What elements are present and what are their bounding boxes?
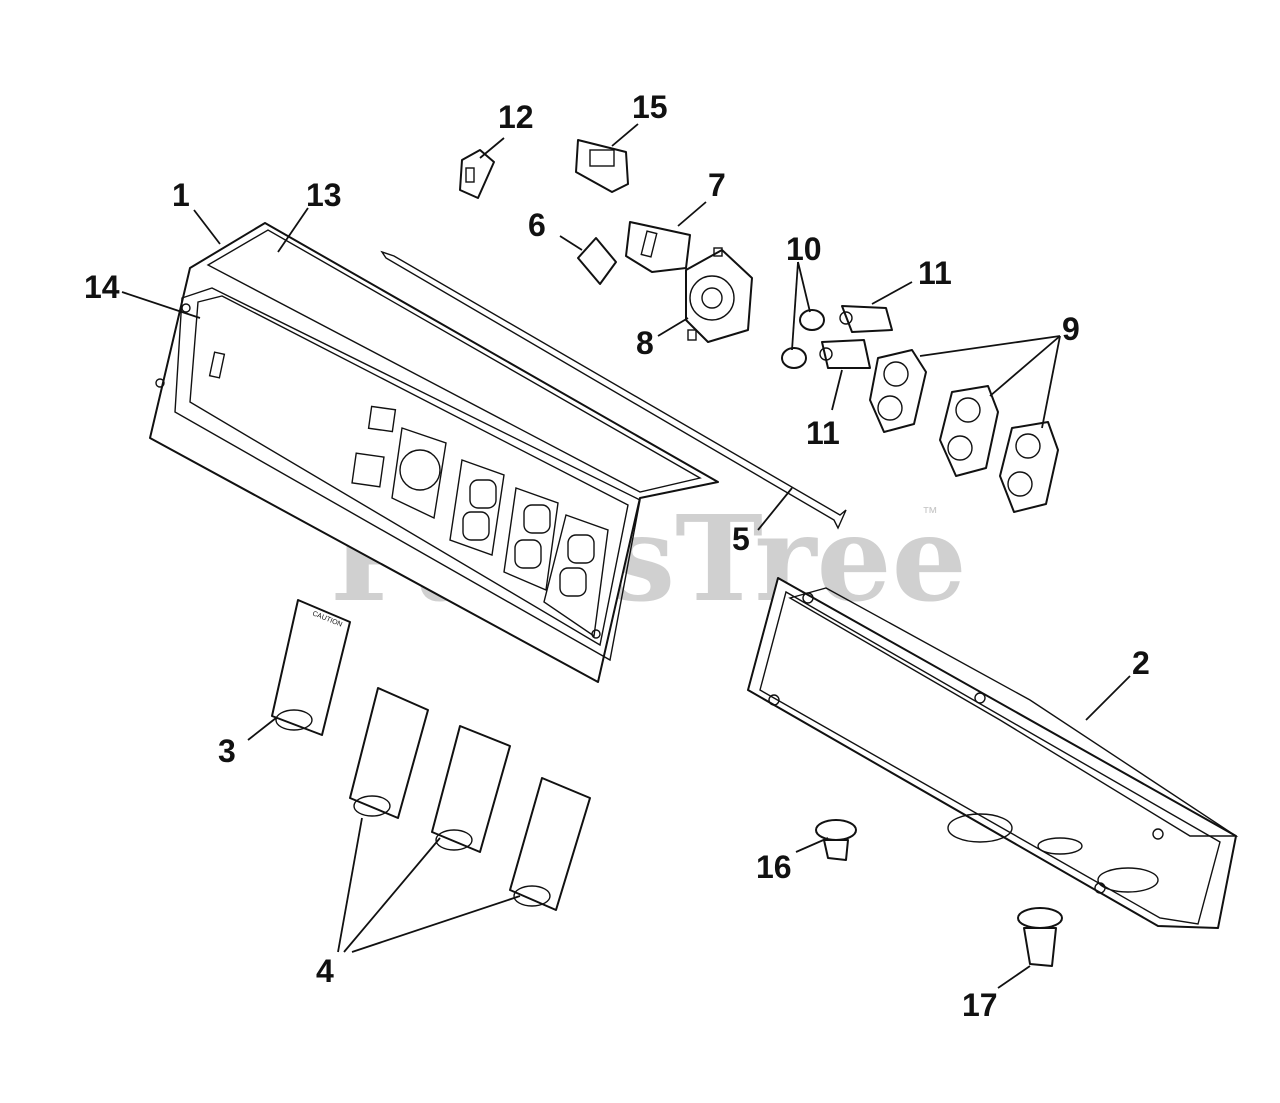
- control-box: [747, 577, 1239, 929]
- callout-6: 6: [528, 207, 546, 243]
- callout-10: 10: [786, 231, 822, 267]
- knob-upper: [799, 309, 825, 331]
- small-switch: [459, 149, 495, 199]
- grommet-small: [815, 819, 857, 861]
- switch-bezel: [577, 237, 617, 285]
- receptacle-cover-single: CAUTION: [271, 599, 351, 736]
- receptacle-cover-1: [349, 687, 429, 819]
- duplex-receptacle-3: [999, 421, 1059, 513]
- receptacle-cover-2: [431, 725, 511, 853]
- duplex-receptacle-1: [869, 349, 927, 433]
- twist-lock-receptacle: [685, 247, 753, 343]
- rocker-switch: [625, 221, 691, 273]
- grommet-large: [1017, 907, 1063, 967]
- breaker-switch: [575, 139, 629, 193]
- callout-17: 17: [962, 987, 998, 1023]
- callout-8: 8: [636, 325, 654, 361]
- callouts: 1 2 3 4 5 6 7 8 9 10 11 11 12 13 14 15 1…: [84, 89, 1150, 1023]
- leader-lines: [121, 123, 1131, 989]
- callout-2: 2: [1132, 645, 1150, 681]
- knob-lower: [781, 347, 807, 369]
- callout-5: 5: [732, 521, 750, 557]
- callout-14: 14: [84, 269, 120, 305]
- control-panel: [149, 222, 719, 683]
- callout-16: 16: [756, 849, 792, 885]
- callout-15: 15: [632, 89, 668, 125]
- duplex-receptacle-2: [939, 385, 999, 477]
- callout-4: 4: [316, 953, 334, 989]
- callout-12: 12: [498, 99, 534, 135]
- receptacle-cover-3: [509, 777, 591, 911]
- circuit-breaker-lower: [819, 339, 871, 369]
- callout-11-upper: 11: [918, 255, 952, 291]
- callout-9: 9: [1062, 311, 1080, 347]
- rod: [380, 250, 847, 530]
- callout-13: 13: [306, 177, 342, 213]
- callout-1: 1: [172, 177, 190, 213]
- circuit-breaker-upper: [839, 305, 893, 333]
- callout-3: 3: [218, 733, 236, 769]
- callout-11-lower: 11: [806, 415, 840, 451]
- watermark-trademark: ™: [922, 505, 938, 522]
- callout-7: 7: [708, 167, 726, 203]
